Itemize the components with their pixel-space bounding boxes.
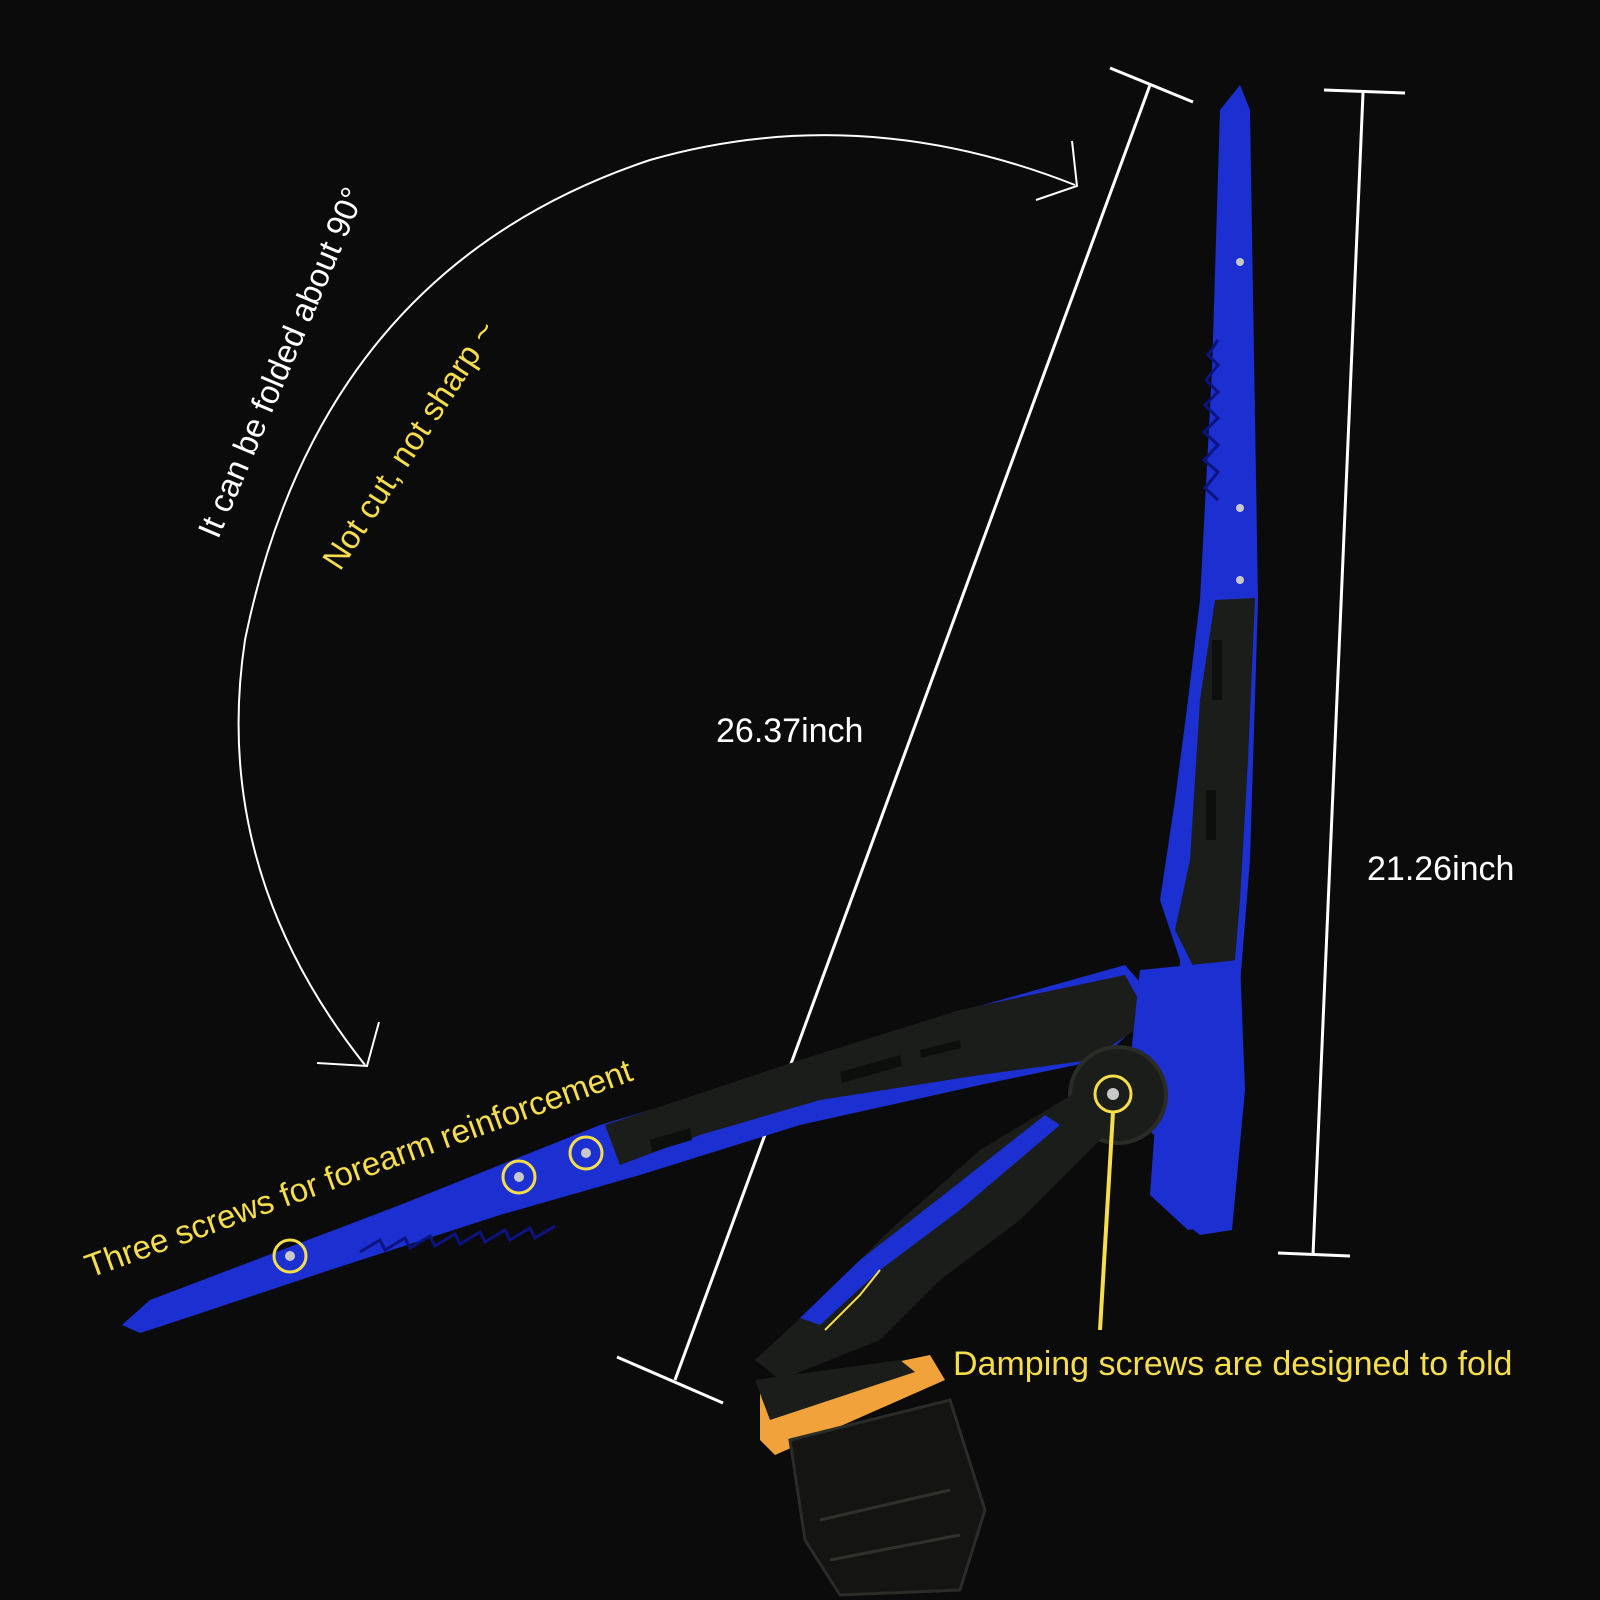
diagonal-dimension-line <box>673 84 1152 1381</box>
diagonal-length-label: 26.37inch <box>716 712 863 750</box>
height-dimension <box>1277 88 1406 1258</box>
cuff-plate-dark <box>755 1360 915 1420</box>
fold-arc <box>237 134 1079 1068</box>
screw-icon <box>285 258 1244 1261</box>
height-label: 21.26inch <box>1367 850 1514 888</box>
damping-screws-label: Damping screws are designed to fold <box>953 1345 1512 1383</box>
cuff-arm-accent <box>824 1269 881 1331</box>
height-tick-top <box>1323 88 1406 95</box>
cuff-arm <box>755 1090 1130 1380</box>
damping-leader-line <box>1098 1111 1115 1331</box>
lower-blade-serrations <box>359 1224 556 1254</box>
upper-blade-frame <box>1175 598 1255 970</box>
upper-blade-serrations <box>1201 339 1221 502</box>
upper-frame-cutouts <box>1206 640 1222 840</box>
fold-arc-line <box>237 134 1076 1066</box>
forearm-screw-highlight-3 <box>568 1135 604 1171</box>
diagonal-dimension <box>616 66 1194 1405</box>
arc-arrowhead-bottom <box>316 1021 380 1068</box>
arc-arrowhead-top <box>1035 140 1079 201</box>
safety-note-label: Not cut, not sharp ~ <box>315 313 503 575</box>
fold-angle-label: It can be folded about 90° <box>190 182 371 543</box>
forearm-screw-highlight-1 <box>272 1238 308 1274</box>
cuff-plate <box>760 1355 945 1455</box>
height-tick-bottom <box>1277 1251 1351 1258</box>
height-dimension-line <box>1311 92 1365 1256</box>
cuff-arm-blue-trim <box>800 1115 1060 1325</box>
diagonal-tick-top <box>1109 66 1194 104</box>
strap-icon <box>788 1398 987 1597</box>
folding-blade-prop <box>122 85 1258 1597</box>
lower-frame-cutouts <box>650 1040 961 1152</box>
diagonal-tick-bottom <box>616 1355 724 1405</box>
forearm-screw-highlight-2 <box>501 1159 537 1195</box>
hinge-block <box>1125 960 1245 1235</box>
